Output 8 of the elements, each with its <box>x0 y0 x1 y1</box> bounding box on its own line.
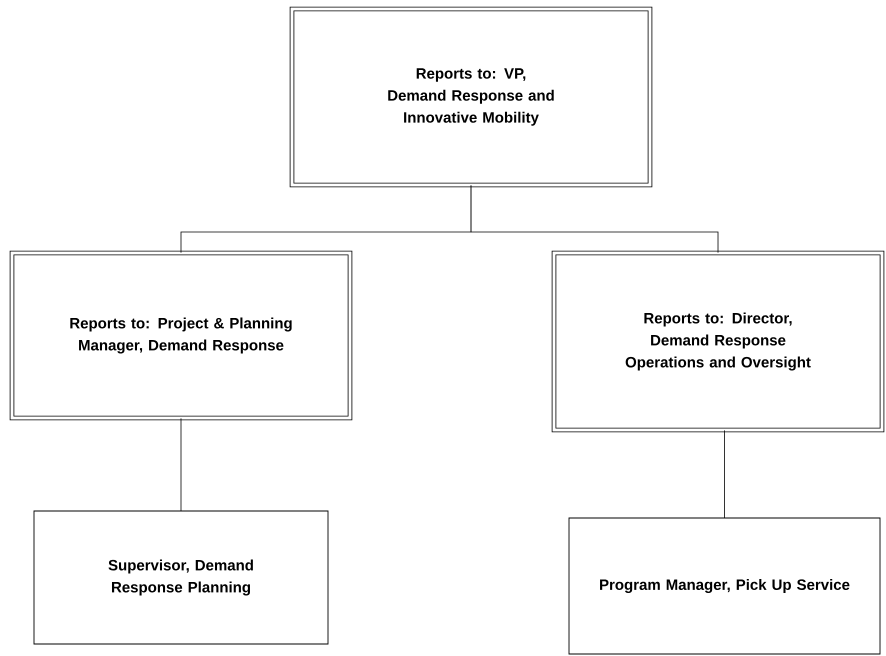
connector-line <box>180 418 182 511</box>
connector-line <box>470 185 718 253</box>
org-box: Reports to: Project & Planning Manager, Demand Response <box>10 250 352 420</box>
org-box: Reports to: Director, Demand Response Operations and Oversight <box>552 250 884 432</box>
org-box: Supervisor, Demand Response Planning <box>34 510 328 644</box>
org-box: Reports to: VP, Demand Response and Innovative Mobility <box>290 6 652 188</box>
connector-line <box>724 430 725 518</box>
org-box: Program Manager, Pick Up Service <box>568 518 880 654</box>
